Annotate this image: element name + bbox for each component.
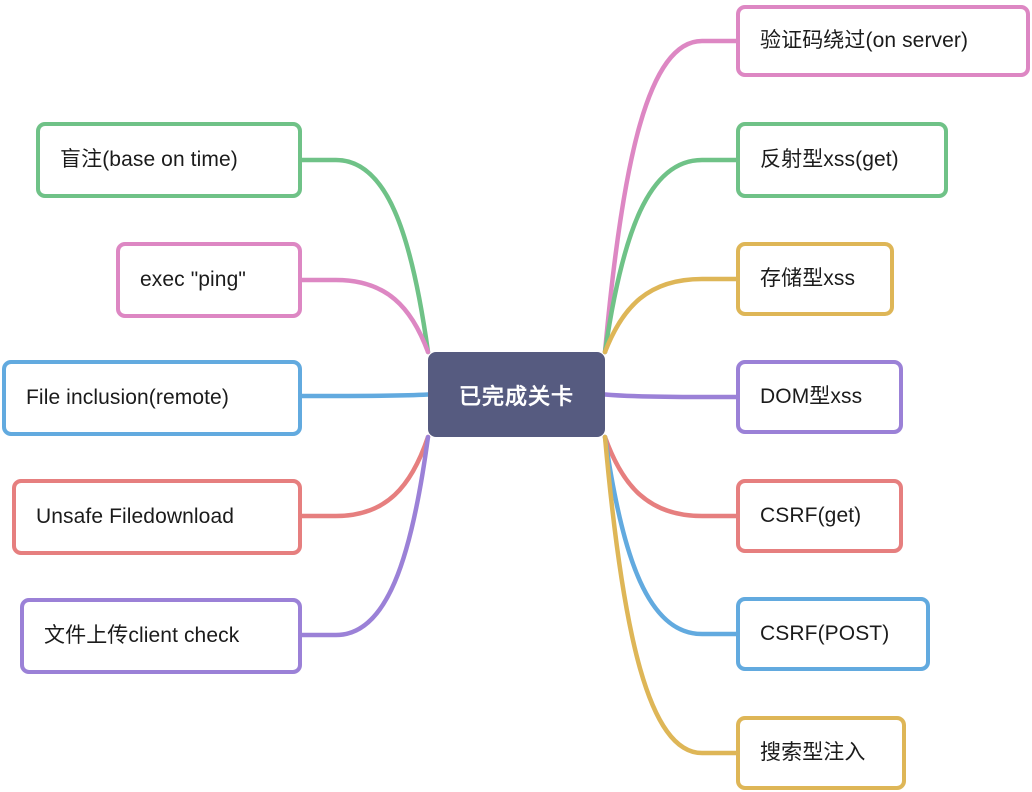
branch-node[interactable]: 文件上传client check xyxy=(20,598,302,674)
branch-node[interactable]: Unsafe Filedownload xyxy=(12,479,302,555)
branch-node-label: 存储型xss xyxy=(760,266,856,290)
branch-connector xyxy=(602,434,739,637)
branch-node-label: CSRF(POST) xyxy=(760,621,890,645)
branch-node[interactable]: 盲注(base on time) xyxy=(36,122,302,198)
branch-connector xyxy=(299,392,431,399)
branch-connector xyxy=(602,434,739,519)
branch-connector xyxy=(299,277,431,355)
branch-connector xyxy=(602,38,739,355)
branch-node[interactable]: 存储型xss xyxy=(736,242,894,316)
branch-connector xyxy=(602,434,739,756)
branch-node[interactable]: File inclusion(remote) xyxy=(2,360,302,436)
center-node[interactable]: 已完成关卡 xyxy=(428,352,605,437)
branch-connector xyxy=(299,434,431,638)
branch-node[interactable]: 验证码绕过(on server) xyxy=(736,5,1030,77)
branch-node[interactable]: 反射型xss(get) xyxy=(736,122,948,198)
branch-node[interactable]: 搜索型注入 xyxy=(736,716,906,790)
branch-connector xyxy=(602,276,739,355)
branch-node-label: 文件上传client check xyxy=(44,623,240,647)
branch-node-label: 搜索型注入 xyxy=(760,740,866,764)
branch-connector xyxy=(602,392,739,400)
branch-node-label: Unsafe Filedownload xyxy=(36,504,235,528)
branch-connector xyxy=(299,157,431,355)
branch-node-label: CSRF(get) xyxy=(760,503,862,527)
branch-node-label: DOM型xss xyxy=(760,384,863,408)
branch-node-label: 验证码绕过(on server) xyxy=(760,28,969,52)
branch-connector xyxy=(602,157,739,355)
branch-node-label: 反射型xss(get) xyxy=(760,147,899,171)
branch-node-label: File inclusion(remote) xyxy=(26,385,229,409)
branch-node[interactable]: CSRF(POST) xyxy=(736,597,930,671)
branch-node[interactable]: exec "ping" xyxy=(116,242,302,318)
branch-node-label: exec "ping" xyxy=(140,267,246,291)
center-node-label: 已完成关卡 xyxy=(458,383,574,409)
branch-node[interactable]: CSRF(get) xyxy=(736,479,903,553)
branch-node-label: 盲注(base on time) xyxy=(60,147,238,171)
branch-node[interactable]: DOM型xss xyxy=(736,360,903,434)
branch-connector xyxy=(299,434,431,519)
